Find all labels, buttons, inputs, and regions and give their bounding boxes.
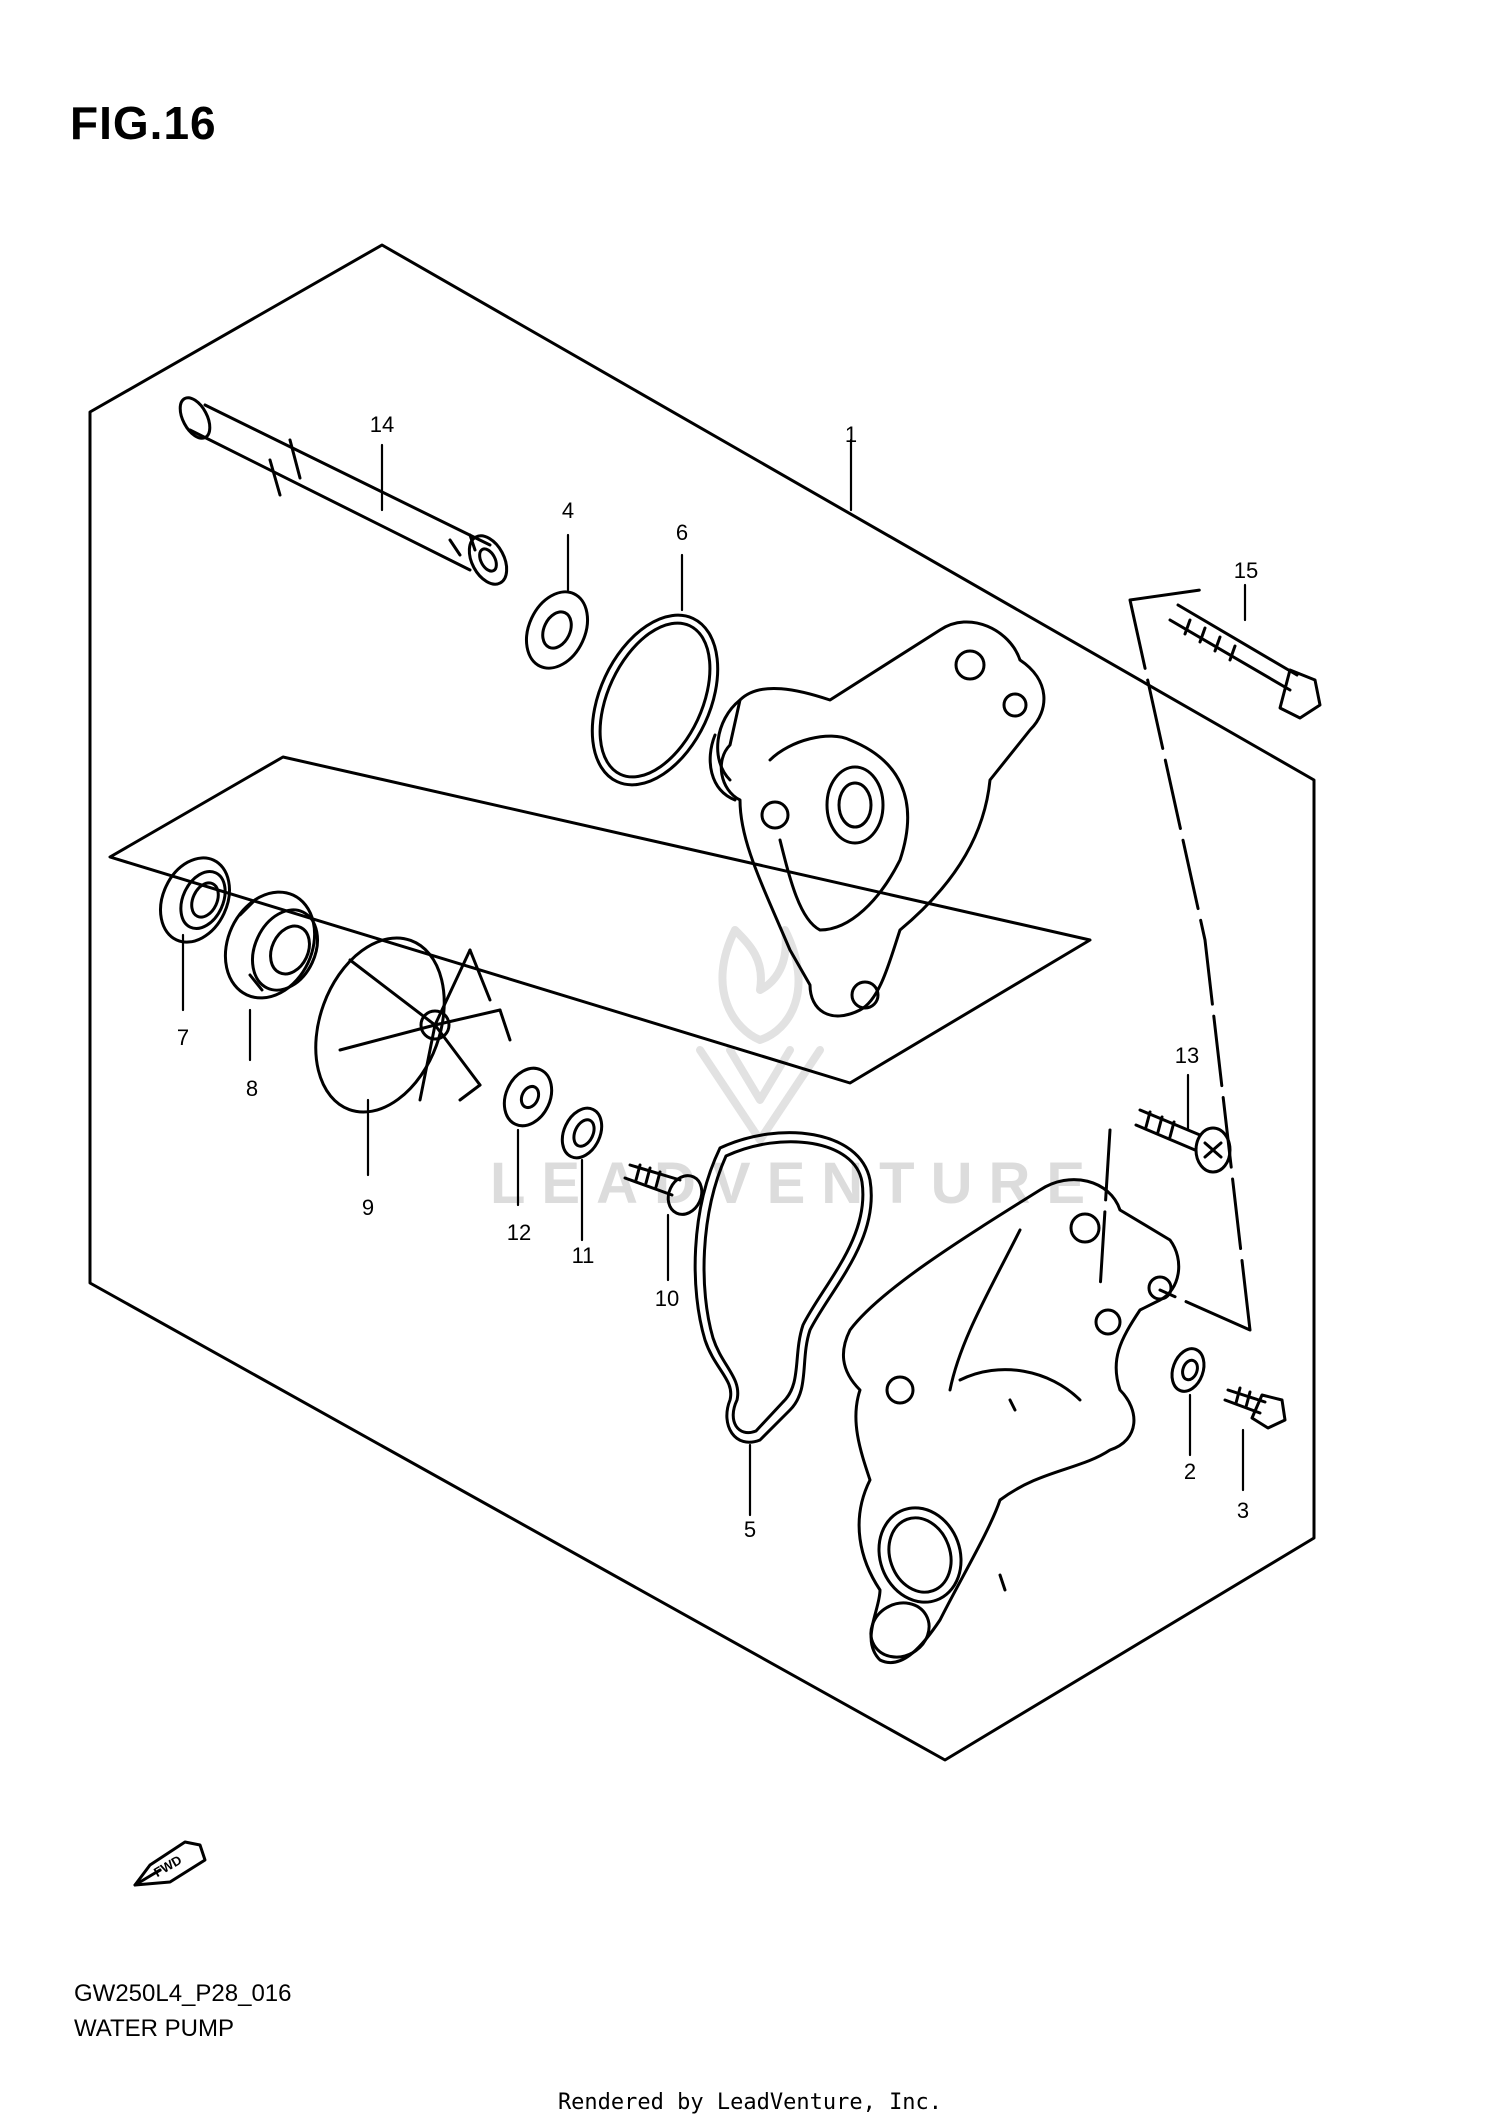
diagram-name: WATER PUMP xyxy=(74,2015,234,2042)
part-15-long-bolt xyxy=(1168,603,1322,720)
part-2-washer xyxy=(1170,1347,1206,1393)
bolt-guide-lines xyxy=(1098,588,1252,1332)
part-9-impeller xyxy=(314,936,512,1114)
figure-title: FIG.16 xyxy=(70,97,217,149)
part-5-gasket xyxy=(693,1131,873,1444)
pump-housing xyxy=(841,1178,1181,1665)
assembly-outline xyxy=(88,243,1316,1762)
part-10-bolt xyxy=(623,1163,704,1216)
callout-5: 5 xyxy=(744,1517,756,1542)
callout-3: 3 xyxy=(1237,1498,1249,1523)
part-1-pump-cover xyxy=(708,620,1046,1018)
part-8-mechanical-seal xyxy=(223,890,319,1000)
part-12-washer xyxy=(502,1066,554,1128)
part-13-bolt xyxy=(1134,1108,1232,1174)
part-14-shaft xyxy=(178,396,509,586)
rendered-by-credit: Rendered by LeadVenture, Inc. xyxy=(557,2090,943,2115)
fwd-arrow-icon xyxy=(133,1840,207,1887)
callout-1: 1 xyxy=(845,422,857,447)
part-11-washer xyxy=(560,1106,604,1160)
callout-7: 7 xyxy=(177,1025,189,1050)
callout-8: 8 xyxy=(246,1076,258,1101)
callout-12: 12 xyxy=(507,1220,531,1245)
diagram-code: GW250L4_P28_016 xyxy=(74,1980,292,2007)
part-4-washer xyxy=(525,590,589,670)
callout-10: 10 xyxy=(655,1286,679,1311)
part-7-seal xyxy=(159,856,231,944)
callout-15: 15 xyxy=(1234,558,1258,583)
watermark-logo xyxy=(696,926,824,1144)
callout-6: 6 xyxy=(676,520,688,545)
callout-9: 9 xyxy=(362,1195,374,1220)
callout-14: 14 xyxy=(370,412,394,437)
callout-2: 2 xyxy=(1184,1459,1196,1484)
subgroup-outline xyxy=(108,755,1092,1085)
watermark-text: LEADVENTURE xyxy=(490,1151,1102,1216)
leader-lines xyxy=(181,438,1247,1517)
part-6-o-ring xyxy=(590,613,720,787)
callout-13: 13 xyxy=(1175,1043,1199,1068)
callout-4: 4 xyxy=(562,498,574,523)
part-3-bolt xyxy=(1223,1386,1287,1430)
callout-11: 11 xyxy=(572,1243,595,1268)
